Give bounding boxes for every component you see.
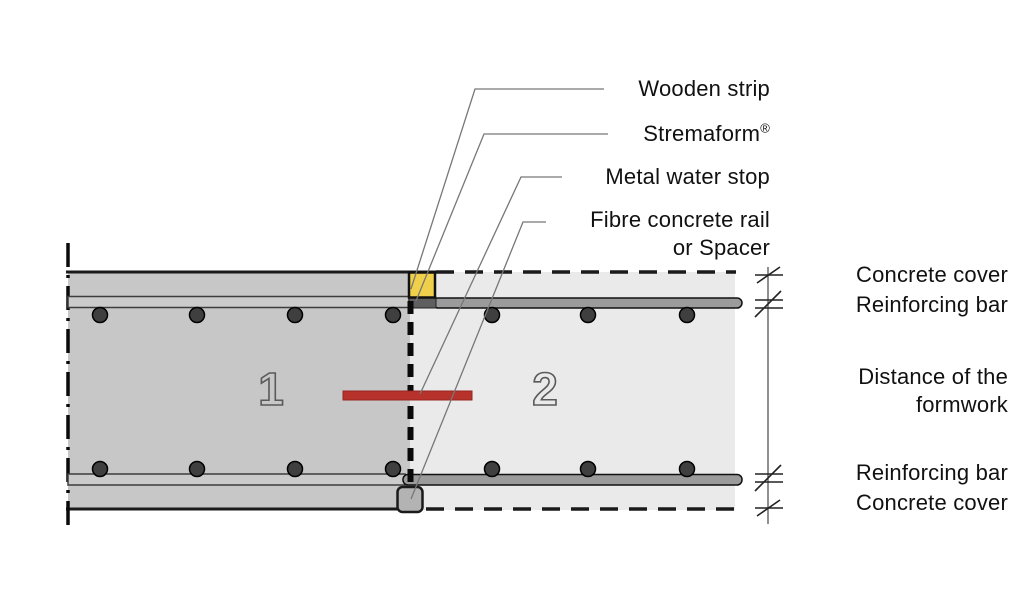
top-reinforcing-bar-right [432, 297, 743, 309]
dimension-line-assembly [754, 266, 783, 524]
leader-line-stremaform [415, 133, 608, 302]
tick-slash [754, 290, 782, 318]
leader-line-wooden-strip [410, 88, 604, 290]
rebar-dot [579, 306, 597, 324]
rebar-dot [678, 306, 696, 324]
rebar-dot [286, 460, 304, 478]
rebar-dot [678, 460, 696, 478]
leader-line-spacer [410, 221, 546, 500]
label-formwork-distance-line2: formwork [915, 392, 1008, 417]
rebar-dot [188, 306, 206, 324]
label-wooden-strip: Wooden strip [638, 76, 770, 101]
label-stremaform: Stremaform® [643, 120, 770, 148]
bottom-reinforcing-bar-right [402, 473, 743, 486]
spacer [396, 485, 424, 514]
bottom-reinforcing-bar-left [67, 473, 406, 486]
rebar-dot [384, 306, 402, 324]
rebar-dot [188, 460, 206, 478]
label-reinforcing-bar-top: Reinforcing bar [855, 292, 1008, 317]
rebar-dot [286, 306, 304, 324]
label-concrete-cover-bottom: Concrete cover [856, 490, 1008, 515]
label-formwork-distance-line1: Distance of the [858, 364, 1008, 389]
label-fibre-rail-line2: or Spacer [672, 235, 770, 260]
rebar-dot [483, 460, 501, 478]
section-2-number: 2 [532, 363, 558, 415]
tick-slash [756, 499, 781, 517]
label-concrete-cover-top: Concrete cover [856, 262, 1008, 287]
tick-slash [754, 464, 782, 492]
section-1-number: 1 [258, 363, 284, 415]
label-stremaform-text: Stremaform [643, 121, 761, 146]
rebar-dot [384, 460, 402, 478]
rebar-dot [579, 460, 597, 478]
dimension-ticks [754, 266, 783, 517]
registered-trademark-mark: ® [760, 120, 770, 136]
top-reinforcing-bar-left [67, 295, 410, 309]
tick-slash [756, 266, 781, 284]
leader-line-metal-water-stop [419, 176, 562, 395]
top-rebar-dots [91, 306, 696, 324]
rebar-dot [91, 306, 109, 324]
rebar-dot [91, 460, 109, 478]
label-fibre-rail: Fibre concrete rail or Spacer [590, 206, 770, 262]
label-formwork-distance: Distance of the formwork [858, 363, 1008, 419]
label-fibre-rail-line1: Fibre concrete rail [590, 207, 770, 232]
metal-water-stop [342, 390, 473, 401]
bottom-rebar-dots [91, 460, 696, 478]
leader-lines [410, 88, 608, 500]
rebar-dot [483, 306, 501, 324]
label-metal-water-stop: Metal water stop [605, 164, 770, 189]
label-reinforcing-bar-bottom: Reinforcing bar [855, 460, 1008, 485]
